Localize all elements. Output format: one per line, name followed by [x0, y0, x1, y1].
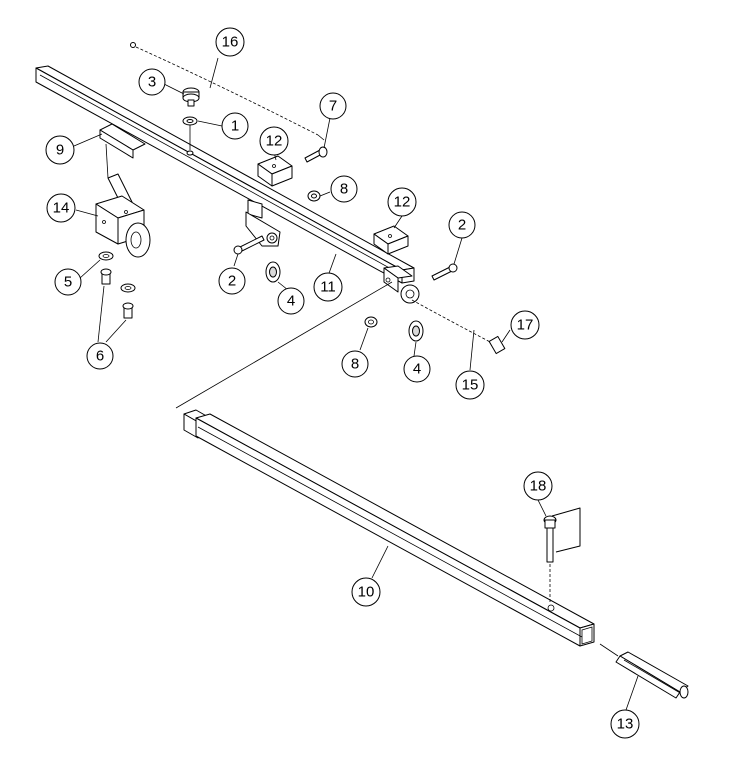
svg-text:12: 12: [394, 194, 411, 211]
bolt-7: [304, 146, 328, 163]
washer-1: [182, 116, 198, 156]
svg-text:18: 18: [530, 478, 547, 495]
callout-7: 7: [319, 92, 347, 120]
callout-15: 15: [455, 370, 485, 400]
callout-4-center: 4: [277, 287, 305, 315]
callout-6: 6: [86, 342, 114, 370]
lower-beam: [183, 409, 595, 647]
callout-17: 17: [510, 310, 540, 340]
svg-text:8: 8: [340, 181, 348, 198]
washer-6-right: [120, 283, 136, 293]
callout-5: 5: [54, 268, 82, 296]
svg-text:11: 11: [320, 279, 336, 296]
svg-text:14: 14: [53, 200, 70, 217]
roller-4-right: [408, 320, 424, 342]
bolt-2-center: [233, 235, 265, 255]
leg-13: [599, 643, 689, 699]
pulley-bracket-right: [383, 265, 420, 304]
pin-18: [543, 507, 581, 604]
svg-text:3: 3: [148, 74, 156, 91]
callout-2-right: 2: [448, 211, 476, 239]
svg-text:13: 13: [617, 716, 634, 733]
nut-8-upper: [307, 190, 321, 202]
svg-text:12: 12: [266, 133, 283, 150]
svg-text:1: 1: [231, 118, 239, 135]
callout-9: 9: [45, 135, 75, 165]
block-12-upper: [257, 155, 293, 187]
svg-text:15: 15: [462, 377, 479, 394]
svg-text:7: 7: [329, 98, 337, 115]
screw-6-right: [122, 302, 134, 319]
svg-text:2: 2: [458, 217, 466, 234]
callout-2-center: 2: [218, 267, 246, 295]
washer-5: [98, 251, 114, 261]
svg-text:6: 6: [96, 348, 104, 365]
callout-8-lower: 8: [341, 350, 369, 378]
nut-8-lower: [364, 316, 378, 328]
callout-16: 16: [215, 27, 245, 57]
svg-text:9: 9: [56, 142, 64, 159]
assembly-line: [175, 281, 393, 409]
callout-13: 13: [610, 709, 640, 739]
upper-cable: [130, 42, 325, 141]
callout-8-upper: 8: [330, 175, 358, 203]
upper-beam: [35, 65, 415, 284]
callout-4-right: 4: [403, 355, 431, 383]
svg-text:8: 8: [351, 356, 359, 373]
svg-text:2: 2: [228, 273, 236, 290]
svg-text:4: 4: [287, 293, 295, 310]
callout-12-lower: 12: [387, 187, 417, 217]
svg-text:10: 10: [358, 584, 375, 601]
bolt-3: [182, 87, 200, 107]
svg-text:16: 16: [222, 34, 239, 51]
callout-3: 3: [138, 68, 166, 96]
callout-14: 14: [46, 193, 76, 223]
caster-assembly: [95, 143, 151, 258]
bolt-2-right: [431, 263, 458, 281]
svg-text:5: 5: [64, 274, 72, 291]
svg-text:17: 17: [517, 317, 534, 334]
svg-text:4: 4: [413, 361, 421, 378]
callout-1: 1: [221, 112, 249, 140]
callout-18: 18: [523, 471, 553, 501]
left-bracket: [99, 123, 146, 159]
screw-6-left: [100, 268, 112, 285]
callout-12-upper: 12: [259, 126, 289, 156]
callout-10: 10: [351, 577, 381, 607]
callout-11: 11: [313, 272, 343, 302]
lower-cable: [411, 299, 506, 355]
pivot-bracket-center: [245, 199, 281, 247]
block-12-lower: [373, 225, 409, 255]
roller-4-center: [265, 261, 281, 283]
